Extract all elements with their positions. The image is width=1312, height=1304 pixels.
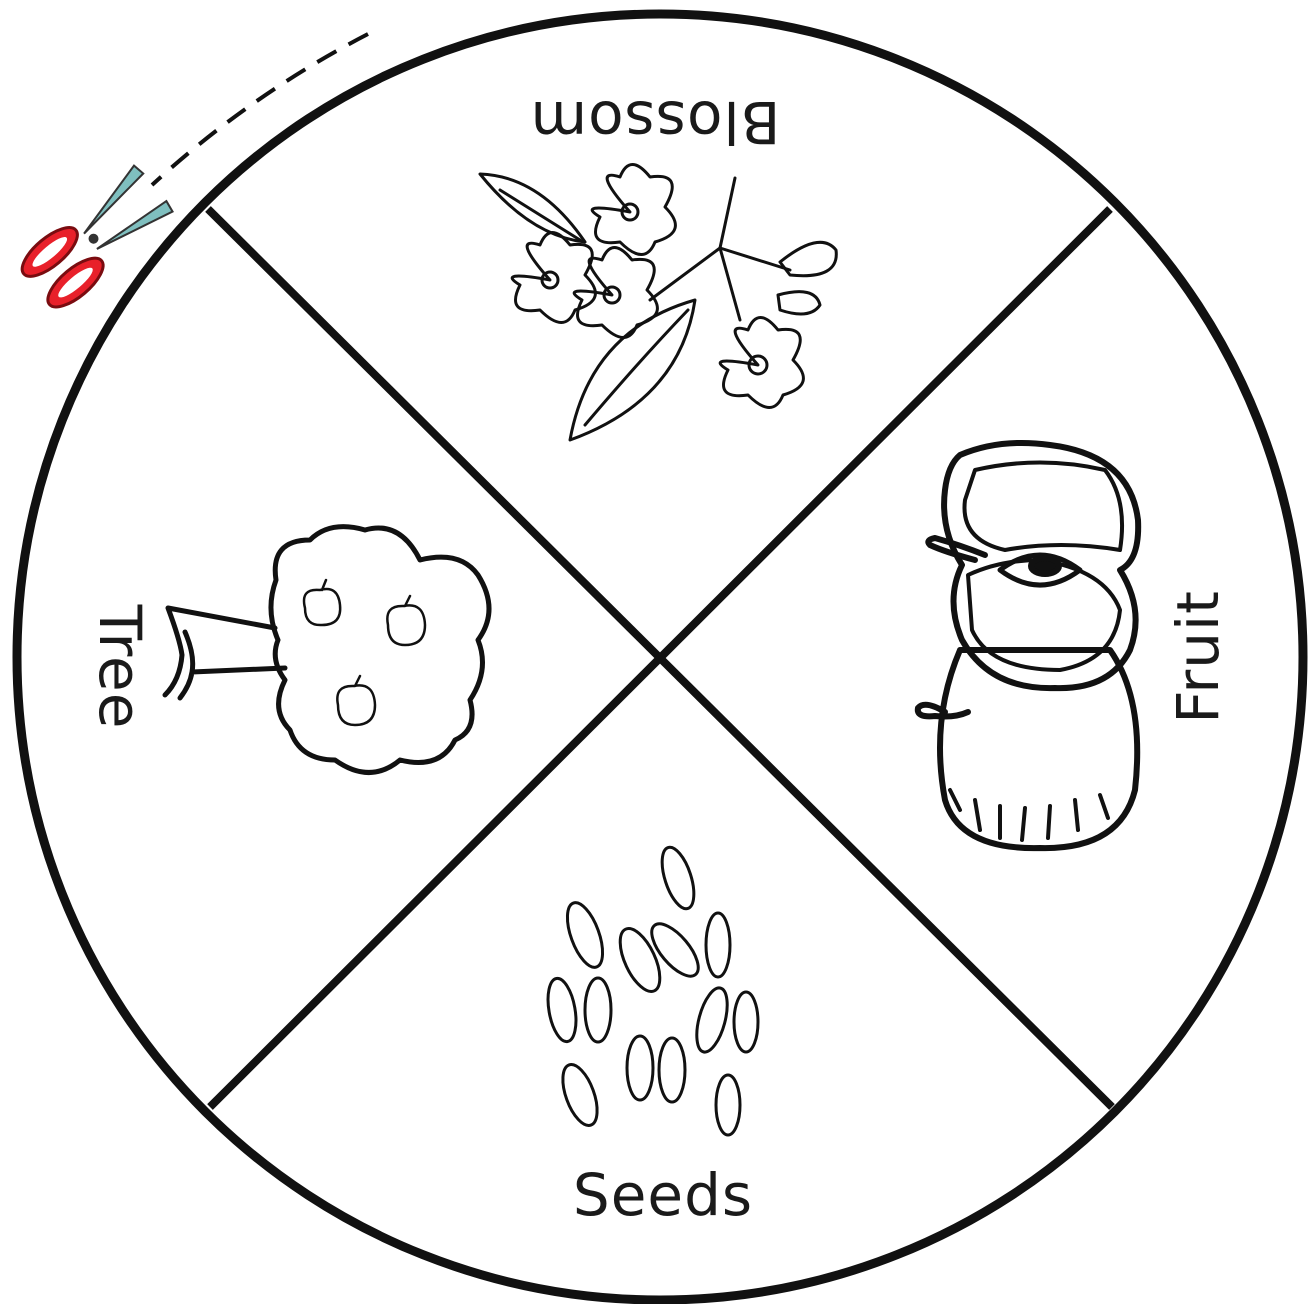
segment-label-blossom: Blossom: [530, 88, 781, 156]
segment-label-tree: Tree: [86, 604, 154, 730]
segment-label-seeds: Seeds: [573, 1161, 753, 1229]
segment-label-fruit: Fruit: [1164, 590, 1232, 724]
